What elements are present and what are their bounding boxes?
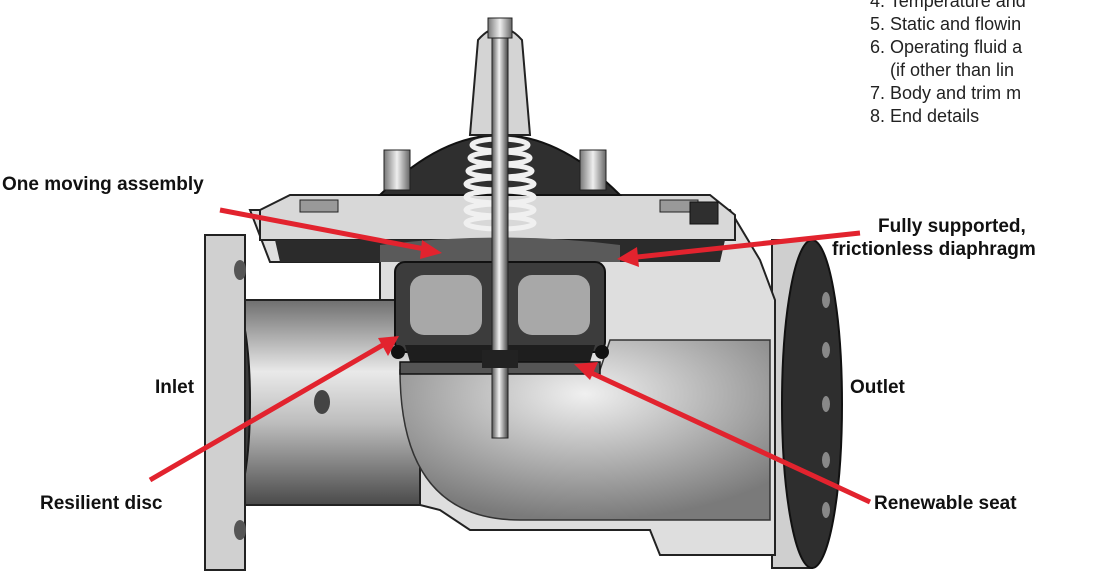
outlet-flange <box>771 239 843 569</box>
callout-renewable-seat <box>583 367 872 505</box>
spec-item: 7. Body and trim m <box>870 83 1022 103</box>
inlet-flange <box>204 234 246 571</box>
label-diaphragm: Fully supported, frictionless diaphragm <box>832 216 1097 262</box>
spec-item: 6. Operating fluid a <box>870 37 1023 57</box>
label-diaphragm-line2: frictionless diaphragm <box>832 238 1036 260</box>
callout-diaphragm <box>627 230 861 261</box>
cover-bolts <box>299 149 719 225</box>
callout-resilient-disc-arrow <box>378 336 399 356</box>
callout-lines <box>148 207 872 505</box>
spec-list: 4. Temperature and 5. Static and flowin … <box>870 0 1097 128</box>
label-renewable-seat: Renewable seat <box>874 493 1017 514</box>
spec-item: 8. End details <box>870 106 980 126</box>
callout-moving-assembly-arrow <box>420 240 442 259</box>
spec-item: 5. Static and flowin <box>870 14 1022 34</box>
valve-stem <box>482 17 518 439</box>
callout-resilient-disc <box>148 339 390 483</box>
label-inlet: Inlet <box>155 377 195 398</box>
label-resilient-disc: Resilient disc <box>40 493 163 514</box>
label-diaphragm-line1: Fully supported, <box>878 216 1026 237</box>
callout-diaphragm-arrow <box>617 247 639 267</box>
spec-item: 4. Temperature and <box>870 0 1026 11</box>
spec-item: (if other than lin <box>870 60 1015 80</box>
callout-renewable-seat-arrow <box>574 362 598 380</box>
label-one-moving-assembly: One moving assembly <box>2 174 204 195</box>
callout-moving-assembly <box>219 207 431 253</box>
label-outlet: Outlet <box>850 377 905 398</box>
